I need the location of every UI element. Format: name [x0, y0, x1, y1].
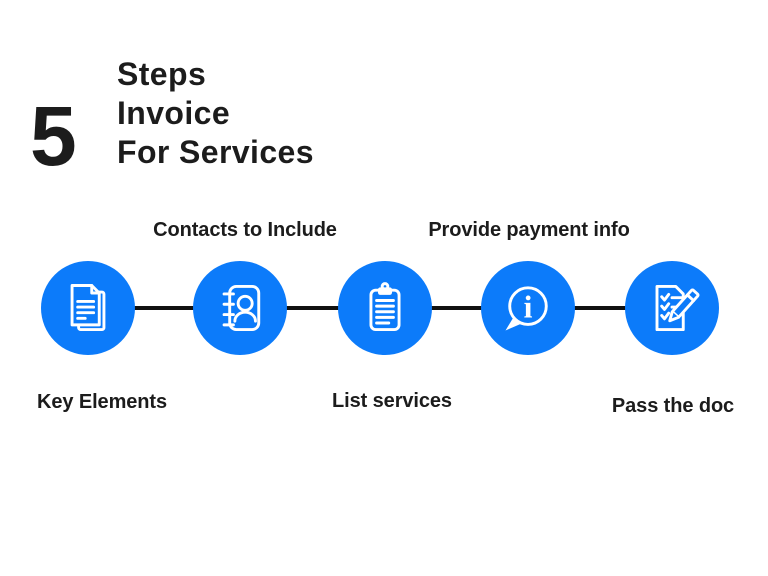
title-line-3: For Services: [117, 134, 314, 170]
step-2-label: Contacts to Include: [153, 219, 337, 241]
page-title: Steps Invoice For Services: [117, 55, 314, 172]
step-3-circle: [338, 261, 432, 355]
step-1-circle: [41, 261, 135, 355]
title-line-2: Invoice: [117, 95, 231, 131]
step-count-number: 5: [30, 89, 77, 183]
clipboard-icon: [369, 282, 401, 332]
step-5-label: Pass the doc: [611, 395, 735, 417]
step-5-circle: [625, 261, 719, 355]
address-book-icon: [222, 284, 261, 332]
checklist-pencil-icon: [655, 284, 700, 332]
documents-icon: [70, 284, 106, 332]
step-4-label: Provide payment info: [428, 219, 630, 241]
step-2-circle: [193, 261, 287, 355]
step-4-circle: i: [481, 261, 575, 355]
info-bubble-icon: i: [505, 286, 548, 331]
step-3-label: List services: [332, 390, 452, 412]
title-line-1: Steps: [117, 56, 207, 92]
svg-text:i: i: [524, 289, 533, 324]
step-1-label: Key Elements: [37, 391, 167, 413]
